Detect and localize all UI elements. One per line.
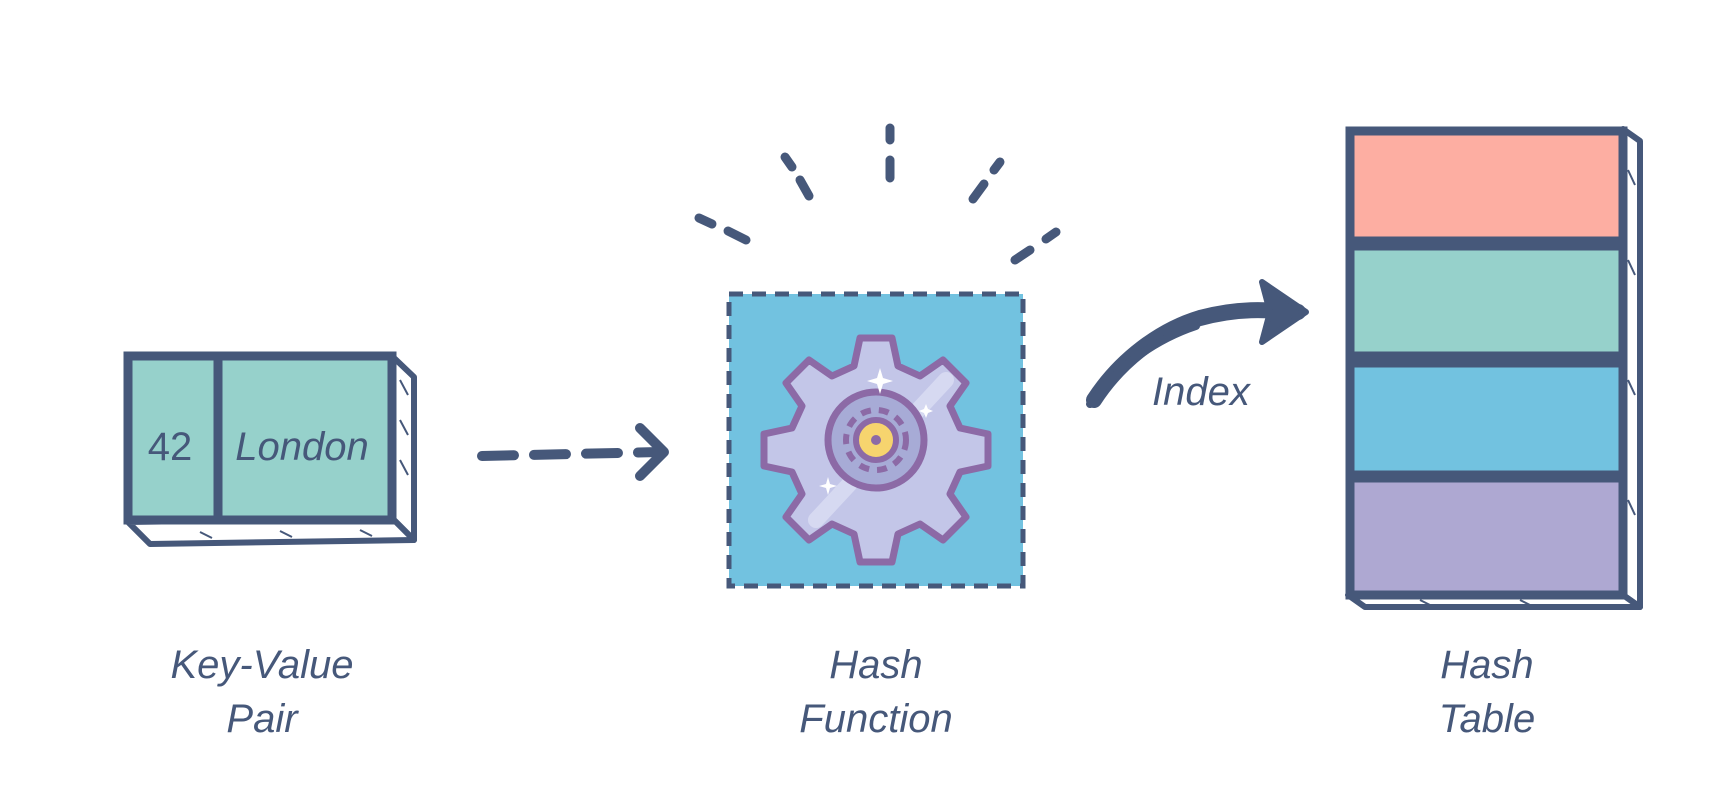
hash-table: [1345, 126, 1643, 610]
table-slot-2: [1345, 358, 1628, 480]
caption-table-line2: Table: [1439, 697, 1535, 741]
pair-value-cell: [213, 351, 397, 525]
hash-function: [694, 123, 1061, 589]
caption-table-line1: Hash: [1440, 643, 1533, 687]
caption-function-line1: Hash: [829, 643, 922, 687]
index-label: Index: [1152, 370, 1252, 414]
key-value-pair: 42 London: [123, 351, 417, 547]
pair-value-text: London: [235, 425, 368, 469]
caption-pair-line2: Pair: [226, 697, 299, 741]
table-slot-0: [1345, 126, 1628, 246]
pair-key-text: 42: [148, 425, 193, 469]
gear-icon: [760, 334, 992, 566]
table-slot-3: [1345, 473, 1628, 600]
caption-function-line2: Function: [799, 697, 952, 741]
caption-pair-line1: Key-Value: [170, 643, 353, 687]
index-arrow: [1086, 279, 1309, 408]
pair-to-function-arrow: [477, 423, 669, 481]
sparkle-rays-icon: [694, 123, 1061, 265]
table-slot-1: [1345, 241, 1628, 361]
